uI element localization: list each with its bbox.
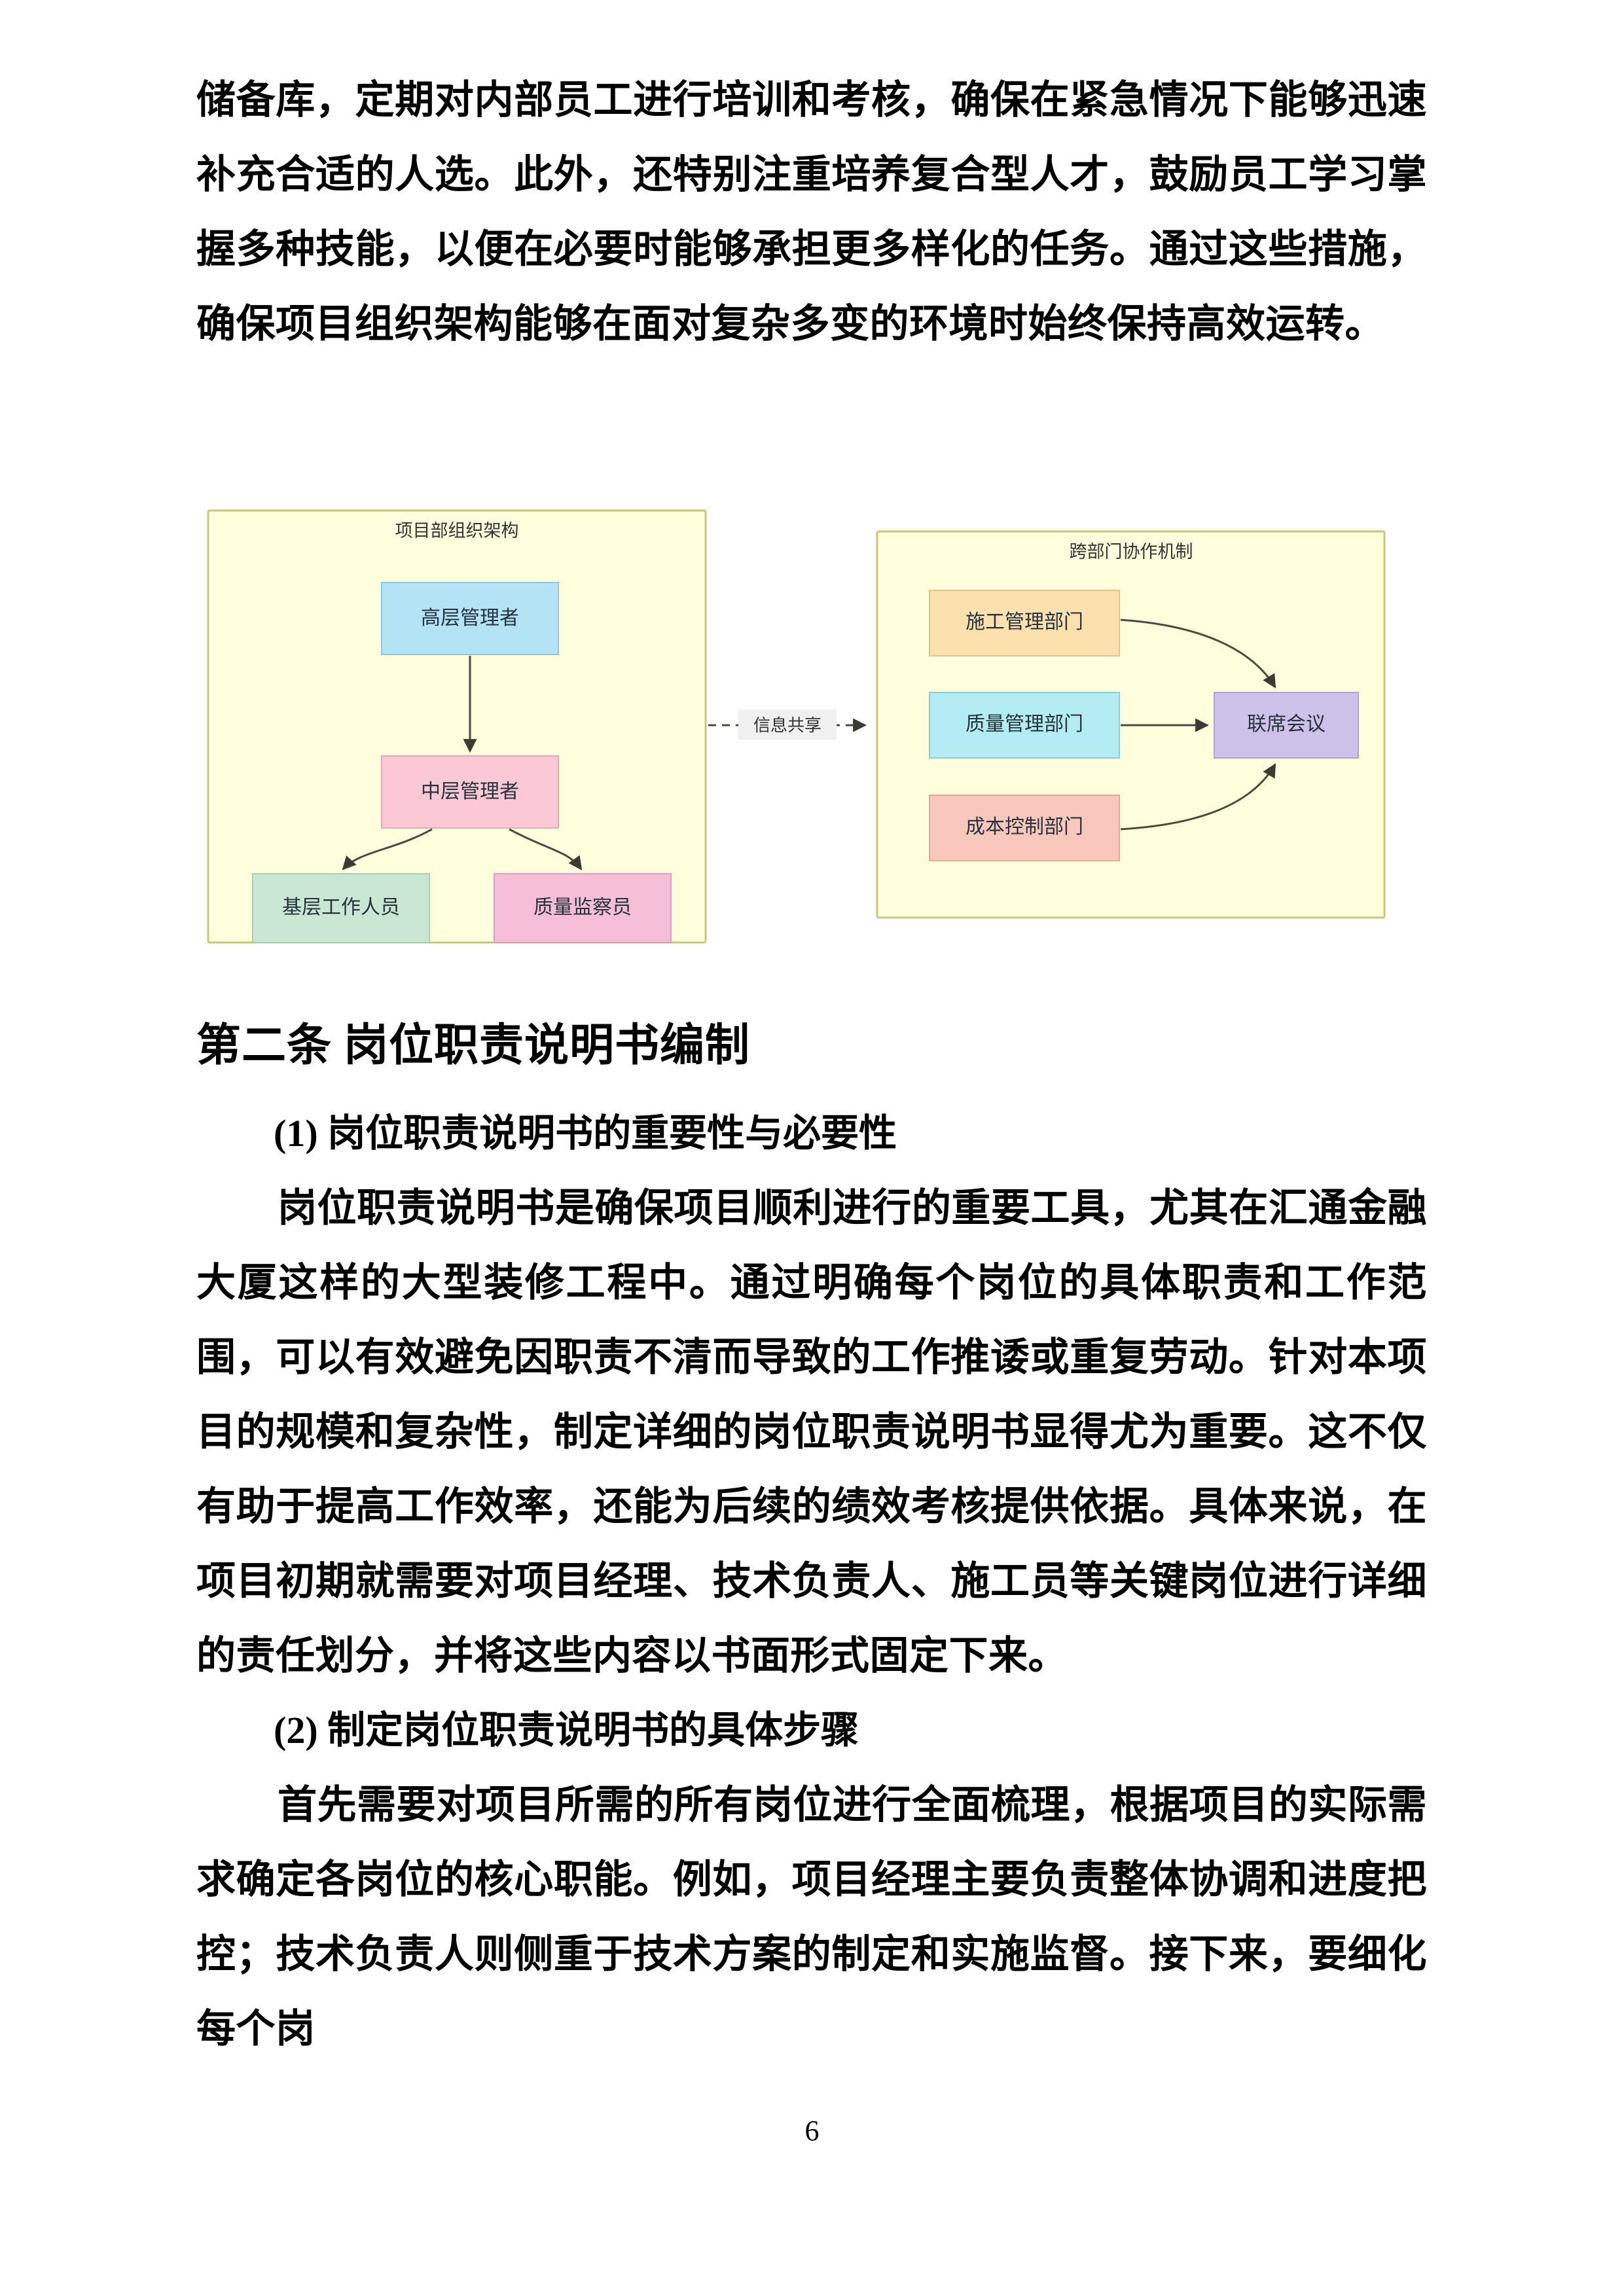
right-panel-title: 跨部门协作机制 xyxy=(1070,542,1193,562)
edge-middle-to-staff xyxy=(342,828,433,870)
information-sharing-label: 信息共享 xyxy=(753,716,821,736)
right-panel: 跨部门协作机制 施工管理部门 质量管理部门 成本控制部门 xyxy=(876,530,1386,919)
lower-text-column: 第二条 岗位职责说明书编制 (1) 岗位职责说明书的重要性与必要性 岗位职责说明… xyxy=(196,1011,1427,2066)
node-joint-meeting-label: 联席会议 xyxy=(1247,713,1326,736)
information-sharing-label-bg xyxy=(738,709,837,740)
node-quality-inspector-box xyxy=(494,873,672,943)
page-number: 6 xyxy=(804,2115,820,2147)
node-top-manager: 高层管理者 xyxy=(381,582,559,655)
item-1-body: 岗位职责说明书是确保项目顺利进行的重要工具，尤其在汇通金融大厦这样的大型装修工程… xyxy=(196,1187,1427,1677)
node-quality-dept-label: 质量管理部门 xyxy=(965,713,1083,736)
organization-diagram: 项目部组织架构 高层管理者 中层管理者 基层工作人员 xyxy=(196,484,1440,982)
left-panel-background xyxy=(207,509,707,944)
node-quality-inspector-label: 质量监察员 xyxy=(533,896,632,919)
edge-middle-to-inspector xyxy=(509,828,583,870)
node-cost-dept-box xyxy=(929,795,1120,861)
edge-cost-to-meeting xyxy=(1120,763,1276,831)
node-field-staff-label: 基层工作人员 xyxy=(282,896,400,919)
node-construction-dept-label: 施工管理部门 xyxy=(965,611,1083,634)
node-quality-inspector: 质量监察员 xyxy=(494,873,672,943)
node-cost-dept: 成本控制部门 xyxy=(929,795,1120,861)
node-top-manager-label: 高层管理者 xyxy=(421,607,519,630)
node-middle-manager-box xyxy=(381,755,559,829)
left-panel: 项目部组织架构 高层管理者 中层管理者 基层工作人员 xyxy=(207,509,707,944)
node-top-manager-box xyxy=(381,582,559,655)
node-construction-dept-box xyxy=(929,590,1120,656)
node-joint-meeting: 联席会议 xyxy=(1214,692,1359,759)
edge-construction-to-meeting xyxy=(1120,619,1276,689)
node-quality-dept-box xyxy=(929,692,1120,759)
node-field-staff-box xyxy=(252,873,430,943)
left-panel-title: 项目部组织架构 xyxy=(395,521,519,541)
node-field-staff: 基层工作人员 xyxy=(252,873,430,943)
node-construction-dept: 施工管理部门 xyxy=(929,590,1120,656)
node-cost-dept-label: 成本控制部门 xyxy=(965,816,1083,838)
text-column: 储备库，定期对内部员工进行培训和考核，确保在紧急情况下能够迅速补充合适的人选。此… xyxy=(196,63,1427,361)
spacer xyxy=(196,1079,1427,1096)
item-2-title: (2) 制定岗位职责说明书的具体步骤 xyxy=(274,1709,859,1751)
section-heading: 第二条 岗位职责说明书编制 xyxy=(196,1020,751,1070)
node-joint-meeting-box xyxy=(1214,692,1359,759)
top-paragraph: 储备库，定期对内部员工进行培训和考核，确保在紧急情况下能够迅速补充合适的人选。此… xyxy=(196,79,1427,346)
item-2-body: 首先需要对项目所需的所有岗位进行全面梳理，根据项目的实际需求确定各岗位的核心职能… xyxy=(196,1784,1427,2051)
item-1-title: (1) 岗位职责说明书的重要性与必要性 xyxy=(274,1112,897,1155)
node-middle-manager: 中层管理者 xyxy=(381,755,559,829)
node-middle-manager-label: 中层管理者 xyxy=(421,780,519,803)
node-quality-dept: 质量管理部门 xyxy=(929,692,1120,759)
panels-connector: 信息共享 xyxy=(708,709,867,740)
